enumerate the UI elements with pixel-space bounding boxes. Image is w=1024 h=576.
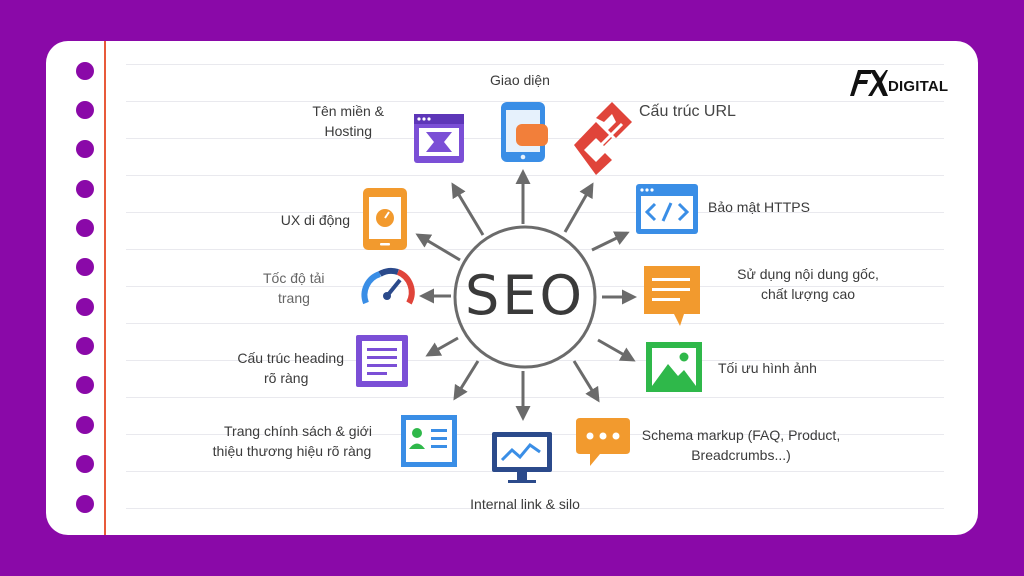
binder-hole [76, 219, 94, 237]
label-giao-dien: Giao diện [490, 72, 550, 88]
browser-window-icon [414, 114, 464, 163]
binder-hole [76, 101, 94, 119]
id-card-icon [401, 415, 457, 467]
binder-hole [76, 62, 94, 80]
binder-hole [76, 337, 94, 355]
logo-word: DIGITAL [888, 78, 949, 95]
binder-hole [76, 416, 94, 434]
smartphone-icon [501, 102, 548, 162]
seo-center-label: SEO [465, 264, 585, 327]
ruled-line [126, 508, 944, 509]
label-chinh-sach-2: thiệu thương hiệu rõ ràng [212, 443, 372, 459]
heading-list-icon [356, 335, 408, 387]
label-heading-1: Cấu trúc heading [237, 350, 344, 366]
label-cau-truc-url: Cấu trúc URL [639, 103, 736, 120]
seo-circle [453, 225, 597, 369]
label-ten-mien-1: Tên miền & [312, 103, 384, 119]
label-toc-do-2: trang [278, 290, 310, 306]
fx-logo-icon [850, 70, 888, 96]
binder-hole [76, 298, 94, 316]
ruled-line [126, 249, 944, 250]
ruled-line [126, 360, 944, 361]
ruled-line [126, 175, 944, 176]
link-icon [574, 102, 632, 175]
arrows [415, 169, 637, 421]
arrow-down-right [572, 360, 600, 403]
binder-hole [76, 258, 94, 276]
arrow-left-lower [425, 336, 459, 357]
chat-bubble-icon [576, 418, 630, 466]
label-heading-2: rõ ràng [264, 370, 309, 386]
arrow-right-upper [591, 231, 630, 252]
ruled-line [126, 64, 944, 65]
speedometer-icon [361, 267, 415, 305]
arrow-up-right [563, 182, 594, 233]
label-toc-do-1: Tốc độ tải [263, 270, 325, 286]
label-noi-dung-2: chất lượng cao [760, 286, 856, 302]
label-ux-di-dong: UX di động [280, 212, 350, 228]
binder-hole [76, 140, 94, 158]
label-internal-link: Internal link & silo [470, 496, 580, 512]
ruled-line [126, 323, 944, 324]
arrow-left-upper [415, 233, 461, 262]
brand-logo: DIGITAL [848, 66, 948, 98]
binder-hole [76, 495, 94, 513]
monitor-chart-icon [492, 432, 552, 483]
binder-hole [76, 180, 94, 198]
label-schema-1: Schema markup (FAQ, Product, [641, 427, 841, 443]
arrow-right-lower [597, 338, 636, 362]
ruled-line [126, 397, 944, 398]
label-schema-2: Breadcrumbs...) [691, 447, 791, 463]
label-noi-dung-1: Sử dụng nội dung gốc, [737, 266, 879, 282]
margin-line [104, 41, 106, 535]
arrow-down-left [453, 360, 480, 401]
image-icon [646, 342, 702, 392]
document-icon [644, 266, 700, 326]
ruled-line [126, 212, 944, 213]
label-bao-mat-https: Bảo mật HTTPS [708, 199, 810, 215]
arrow-up-left [451, 182, 485, 236]
label-ten-mien-2: Hosting [324, 123, 372, 139]
label-hinh-anh: Tối ưu hình ảnh [718, 360, 817, 376]
ruled-line [126, 101, 944, 102]
code-window-icon [636, 184, 698, 234]
ruled-line [126, 286, 944, 287]
binder-hole [76, 376, 94, 394]
label-chinh-sach-1: Trang chính sách & giới [224, 423, 372, 439]
mobile-ux-icon [363, 188, 407, 250]
binder-hole [76, 455, 94, 473]
